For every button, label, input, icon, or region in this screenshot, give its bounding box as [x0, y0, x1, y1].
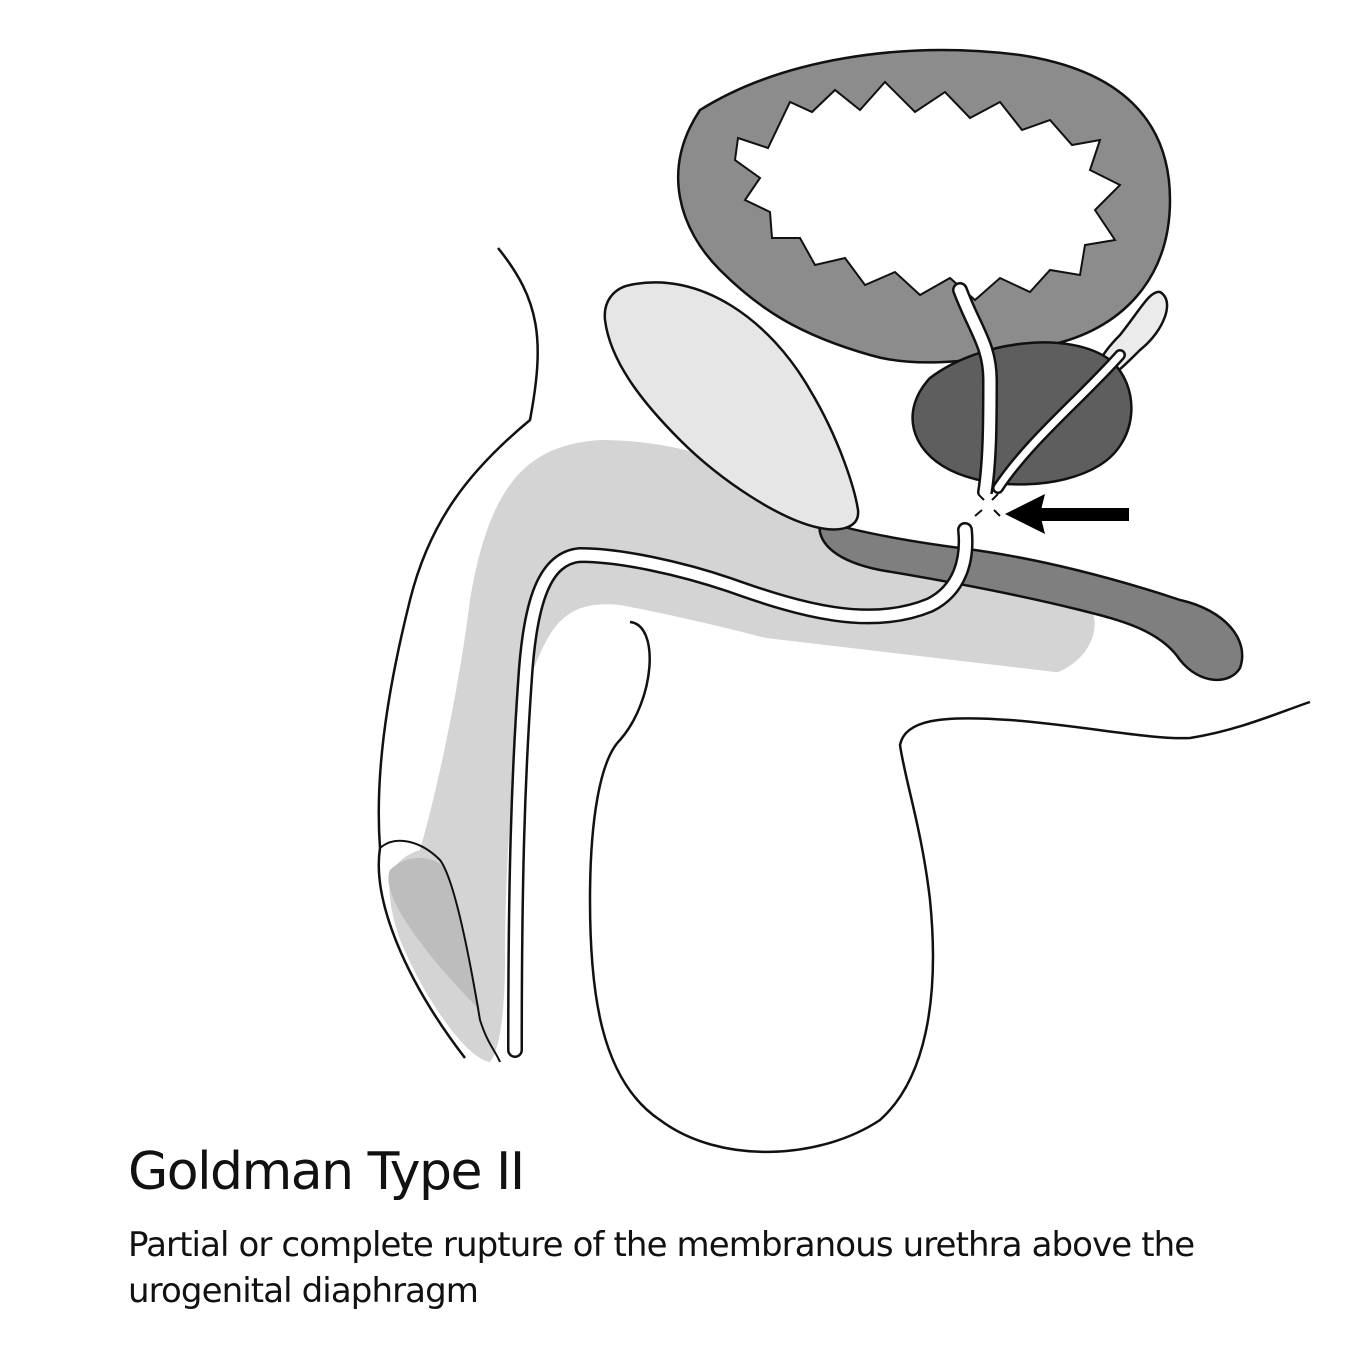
scrotum [588, 620, 1311, 1154]
bulbous-spongiosum [818, 518, 1244, 681]
rupture-edge-upper [977, 493, 999, 501]
figure-title: Goldman Type II [128, 1142, 525, 1202]
figure-description: Partial or complete rupture of the membr… [128, 1225, 1195, 1311]
penis-body-outline [377, 247, 539, 1059]
penile-urethra-lumen [509, 524, 972, 1056]
ejaculatory-duct-lumen [994, 351, 1124, 492]
glans-outline [379, 839, 501, 1063]
arrow-shaft [1035, 508, 1129, 521]
black-arrow-left-icon [1005, 494, 1045, 534]
bladder-lumen [733, 80, 1122, 302]
prostatic-urethra-lumen [954, 284, 996, 498]
prostate [911, 341, 1133, 486]
glans [388, 857, 480, 1010]
pubic-bone [603, 281, 860, 531]
rupture-edge-lower [974, 509, 1001, 517]
rupture-gap [975, 494, 1003, 514]
corpus-cavernosum [389, 440, 1095, 1062]
